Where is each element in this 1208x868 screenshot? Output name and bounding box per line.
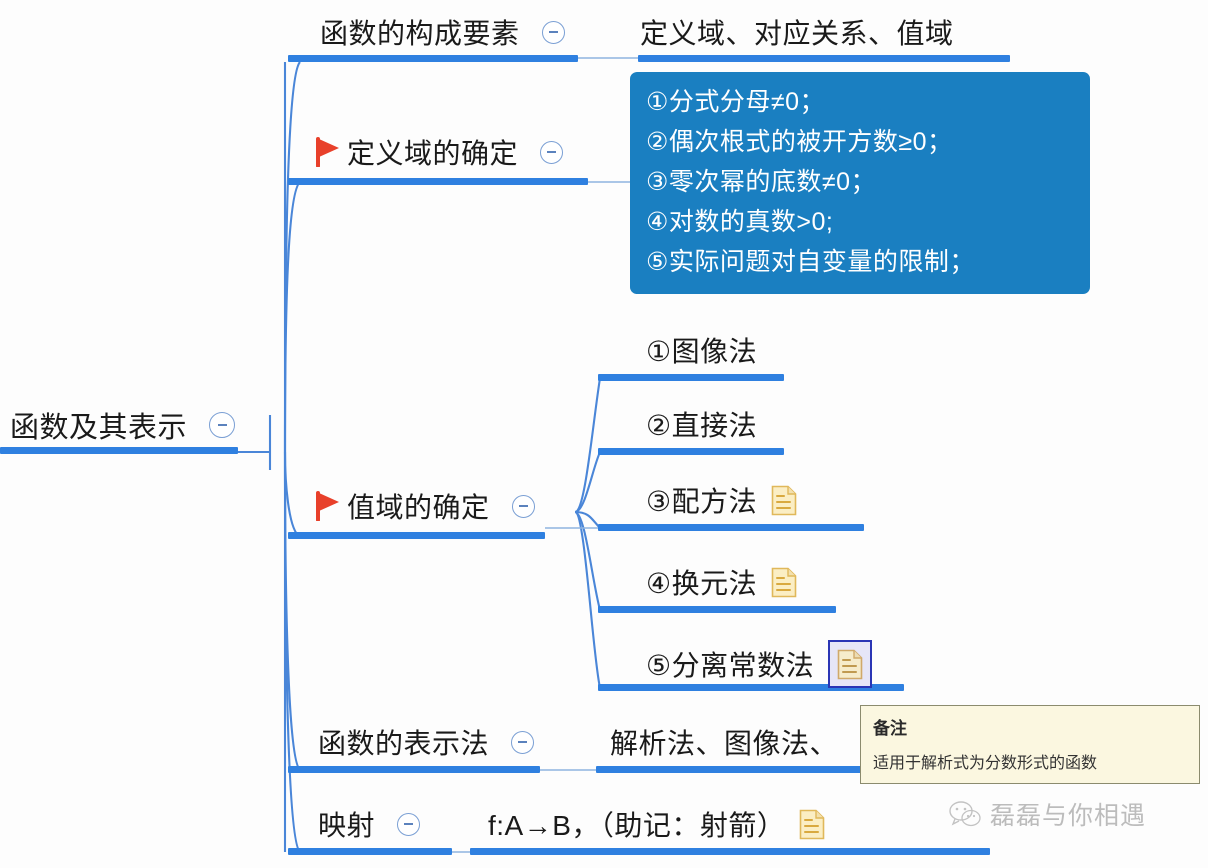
root-node[interactable]: 函数及其表示 (10, 404, 236, 446)
collapse-toggle-domain[interactable] (540, 140, 564, 164)
root-node-label: 函数及其表示 (10, 412, 188, 444)
child-label-composition-0: 定义域、对应关系、值域 (640, 18, 954, 49)
child-node-mapping-0[interactable]: f:A→B，（助记：射箭） (488, 804, 825, 844)
child-underline-range-3 (598, 606, 836, 613)
info-box-line-2: ③零次幂的底数≠0； (646, 168, 877, 196)
branch-underline-representation (288, 766, 540, 773)
child-label-range-4: ⑤分离常数法 (646, 650, 815, 681)
note-icon-selected[interactable] (828, 640, 873, 688)
branch-label-domain: 定义域的确定 (347, 138, 519, 169)
info-box-line-1: ②偶次根式的被开方数≥0； (646, 128, 953, 156)
branch-node-representation[interactable]: 函数的表示法 (318, 722, 535, 762)
child-underline-range-0 (598, 374, 784, 381)
note-icon[interactable] (771, 567, 797, 598)
branch-label-range: 值域的确定 (347, 492, 490, 523)
child-underline-composition-0 (638, 55, 1010, 62)
branch-node-mapping[interactable]: 映射 (318, 804, 421, 844)
child-node-range-4[interactable]: ⑤分离常数法 (646, 640, 873, 688)
branch-node-range[interactable]: 值域的确定 (315, 486, 535, 526)
collapse-toggle-range[interactable] (511, 494, 535, 518)
root-collapse-toggle[interactable] (209, 412, 236, 438)
child-label-mapping-0: f:A→B，（助记：射箭） (488, 810, 786, 841)
collapse-toggle-composition[interactable] (541, 20, 565, 44)
branch-node-domain[interactable]: 定义域的确定 (315, 132, 564, 172)
info-box-line-3: ④对数的真数>0; (646, 208, 834, 236)
note-icon[interactable] (771, 485, 797, 516)
note-icon[interactable] (799, 809, 825, 840)
child-label-range-3: ④换元法 (646, 568, 758, 599)
child-underline-representation-0 (596, 766, 918, 773)
child-node-range-2[interactable]: ③配方法 (646, 480, 797, 520)
note-tooltip: 备注 适用于解析式为分数形式的函数 (860, 705, 1200, 784)
child-label-range-2: ③配方法 (646, 486, 758, 517)
note-tooltip-title: 备注 (873, 719, 907, 738)
red-flag-icon (315, 491, 341, 521)
child-label-representation-0: 解析法、图像法、 (610, 728, 839, 759)
branch-label-representation: 函数的表示法 (318, 728, 490, 759)
watermark: 磊磊与你相遇 (948, 796, 1146, 832)
wechat-icon (948, 799, 982, 829)
branch-label-composition: 函数的构成要素 (320, 18, 520, 49)
info-box-line-4: ⑤实际问题对自变量的限制； (646, 248, 975, 276)
info-box-domain-rules[interactable]: ①分式分母≠0； ②偶次根式的被开方数≥0； ③零次幂的底数≠0； ④对数的真数… (630, 72, 1090, 294)
collapse-toggle-representation[interactable] (511, 730, 535, 754)
branch-label-mapping: 映射 (318, 810, 376, 841)
child-node-range-0[interactable]: ①图像法 (646, 330, 757, 370)
red-flag-icon (315, 137, 341, 167)
branch-underline-composition (288, 55, 578, 62)
branch-underline-mapping (288, 848, 452, 855)
child-node-composition-0[interactable]: 定义域、对应关系、值域 (640, 12, 954, 52)
watermark-text: 磊磊与你相遇 (990, 802, 1147, 830)
child-underline-range-1 (598, 448, 784, 455)
root-underline (0, 447, 238, 454)
note-tooltip-body: 适用于解析式为分数形式的函数 (873, 755, 1098, 772)
child-underline-range-2 (598, 524, 864, 531)
child-underline-range-4 (598, 684, 904, 691)
branch-node-composition[interactable]: 函数的构成要素 (320, 12, 565, 52)
branch-underline-domain (288, 178, 588, 185)
child-node-range-3[interactable]: ④换元法 (646, 562, 797, 602)
child-node-representation-0[interactable]: 解析法、图像法、 (610, 722, 838, 762)
collapse-toggle-mapping[interactable] (397, 812, 421, 836)
child-node-range-1[interactable]: ②直接法 (646, 404, 757, 444)
child-underline-mapping-0 (470, 848, 990, 855)
branch-underline-range (288, 532, 545, 539)
child-label-range-1: ②直接法 (646, 410, 758, 441)
child-label-range-0: ①图像法 (646, 336, 758, 367)
info-box-line-0: ①分式分母≠0； (646, 88, 826, 116)
